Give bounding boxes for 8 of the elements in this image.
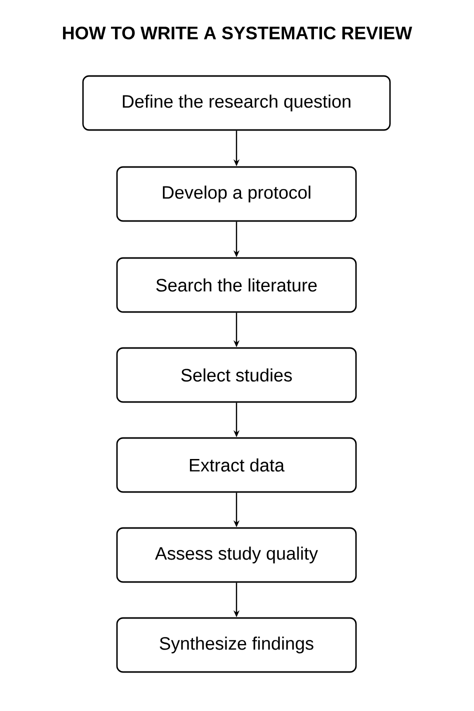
process-box: Synthesize findings	[116, 617, 357, 673]
process-box: Search the literature	[116, 257, 357, 313]
title: HOW TO WRITE A SYSTEMATIC REVIEW	[63, 26, 412, 40]
process-box: Develop a protocol	[116, 166, 357, 222]
process-box: Assess study quality	[116, 527, 357, 583]
process-box: Select studies	[116, 347, 357, 403]
process-box: Extract data	[116, 437, 357, 493]
process-box: Define the research question	[82, 75, 391, 131]
